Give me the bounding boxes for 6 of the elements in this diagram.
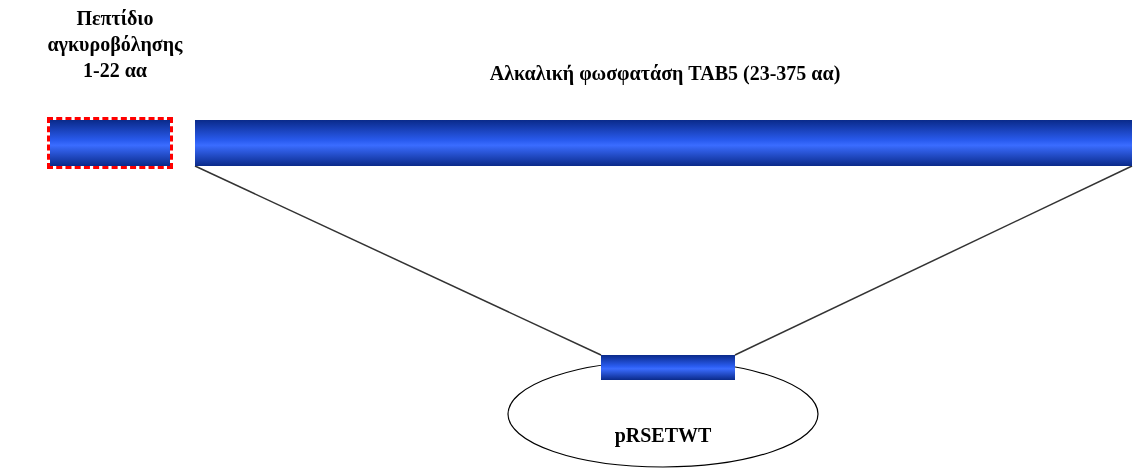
connector-line	[734, 165, 1133, 356]
connector-line	[194, 165, 602, 356]
segment-label: Αλκαλική φωσφατάση TAB5 (23-375 αα)	[488, 61, 842, 86]
plasmid-label: pRSETWT	[613, 423, 713, 448]
segment-label: Πεπτίδιο αγκυροβόλησης 1-22 αα	[46, 6, 184, 83]
insert-bar	[601, 355, 735, 380]
